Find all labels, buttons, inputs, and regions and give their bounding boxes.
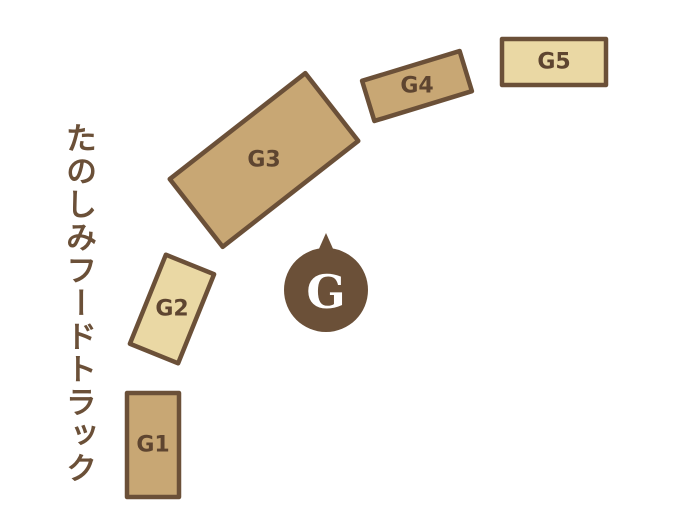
- marker-pointer-icon: [318, 233, 334, 251]
- spot-g5-label: G5: [537, 50, 570, 75]
- spot-g2[interactable]: G2: [127, 252, 217, 366]
- spot-g4[interactable]: G4: [359, 48, 475, 124]
- marker-letter: G: [306, 265, 345, 319]
- spot-g2-label: G2: [155, 297, 188, 322]
- spot-g4-label: G4: [400, 74, 433, 99]
- map-title: たのしみフードトラック: [60, 122, 96, 485]
- marker-circle: [284, 248, 368, 332]
- location-marker[interactable]: G: [284, 233, 368, 332]
- spot-g3-label: G3: [247, 148, 280, 173]
- spot-g5[interactable]: G5: [499, 36, 609, 88]
- spot-g1-label: G1: [136, 433, 169, 458]
- spot-g3[interactable]: G3: [167, 70, 361, 250]
- spot-g1[interactable]: G1: [124, 390, 182, 500]
